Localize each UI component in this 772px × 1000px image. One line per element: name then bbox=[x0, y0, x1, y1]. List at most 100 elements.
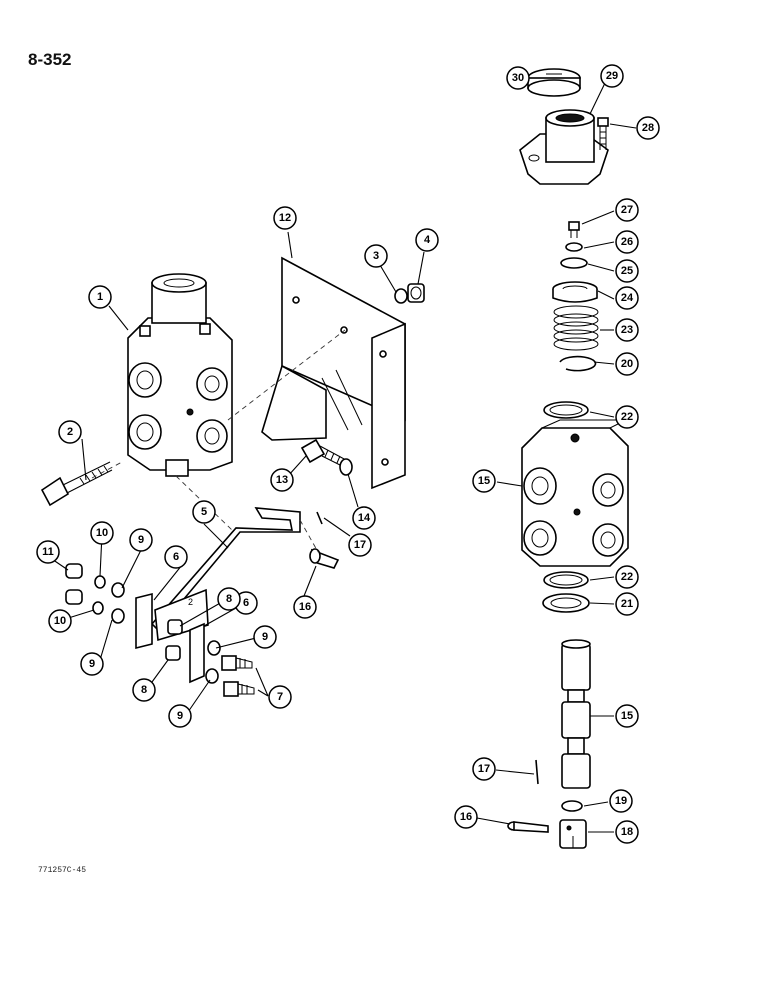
valve-body-part-15 bbox=[521, 419, 629, 567]
washer-part bbox=[92, 601, 104, 615]
callout-27: 27 bbox=[615, 198, 639, 222]
callout-22: 22 bbox=[615, 565, 639, 589]
pin-part-16 bbox=[507, 821, 549, 833]
mounting-bracket-part bbox=[261, 256, 406, 490]
washer-part-3 bbox=[394, 288, 408, 304]
callout-28: 28 bbox=[636, 116, 660, 140]
svg-text:16: 16 bbox=[299, 601, 311, 613]
svg-text:8: 8 bbox=[141, 684, 147, 696]
svg-text:7: 7 bbox=[277, 691, 283, 703]
washer-part bbox=[207, 640, 221, 656]
svg-text:5: 5 bbox=[201, 506, 207, 518]
svg-text:17: 17 bbox=[478, 763, 490, 775]
washer-part bbox=[111, 608, 125, 624]
page-number: 8-352 bbox=[28, 50, 72, 69]
washer-part bbox=[205, 668, 219, 684]
svg-text:2: 2 bbox=[188, 597, 193, 607]
bolt-part-13 bbox=[300, 438, 347, 468]
callout-15: 15 bbox=[615, 704, 639, 728]
callout-2: 2 bbox=[58, 420, 82, 444]
callout-3: 3 bbox=[364, 244, 388, 268]
svg-text:9: 9 bbox=[89, 658, 95, 670]
washer-part-14 bbox=[339, 458, 353, 476]
callout-25: 25 bbox=[615, 259, 639, 283]
svg-text:24: 24 bbox=[621, 292, 634, 304]
callout-17: 17 bbox=[472, 757, 496, 781]
bolt-part-7 bbox=[221, 655, 255, 697]
callout-19: 19 bbox=[609, 789, 633, 813]
svg-text:20: 20 bbox=[621, 358, 633, 370]
callout-14: 14 bbox=[352, 506, 376, 530]
callout-1: 1 bbox=[88, 285, 112, 309]
callout-9: 9 bbox=[168, 704, 192, 728]
svg-text:9: 9 bbox=[177, 710, 183, 722]
svg-text:3: 3 bbox=[373, 250, 379, 262]
svg-text:21: 21 bbox=[621, 598, 633, 610]
svg-text:15: 15 bbox=[478, 475, 490, 487]
bushing-part bbox=[167, 619, 183, 635]
svg-text:26: 26 bbox=[621, 236, 633, 248]
svg-text:10: 10 bbox=[96, 527, 108, 539]
callout-9: 9 bbox=[253, 625, 277, 649]
svg-text:10: 10 bbox=[54, 615, 66, 627]
callout-4: 4 bbox=[415, 228, 439, 252]
cap-part-30 bbox=[527, 68, 581, 97]
bolt-part-2 bbox=[40, 461, 113, 507]
callout-16: 16 bbox=[293, 595, 317, 619]
svg-text:16: 16 bbox=[460, 811, 472, 823]
drawing-code: 771257C-45 bbox=[38, 866, 87, 875]
svg-text:9: 9 bbox=[138, 534, 144, 546]
washer-part bbox=[111, 582, 125, 598]
callout-30: 30 bbox=[506, 66, 530, 90]
svg-text:1: 1 bbox=[97, 291, 103, 303]
snap-ring-part-20 bbox=[559, 355, 597, 372]
cotter-pin-part-17 bbox=[535, 759, 539, 785]
cotter-pin-part-17 bbox=[316, 511, 323, 525]
callout-9: 9 bbox=[129, 528, 153, 552]
svg-text:30: 30 bbox=[512, 72, 524, 84]
callout-13: 13 bbox=[270, 468, 294, 492]
bushing-part bbox=[165, 645, 181, 661]
svg-text:23: 23 bbox=[621, 324, 633, 336]
washer-part-19 bbox=[561, 800, 583, 812]
svg-text:25: 25 bbox=[621, 265, 633, 277]
assembly-line bbox=[299, 519, 319, 553]
callout-5: 5 bbox=[192, 500, 216, 524]
nut-part-11 bbox=[65, 563, 83, 579]
callout-21: 21 bbox=[615, 592, 639, 616]
assembly-line bbox=[227, 329, 346, 421]
svg-text:14: 14 bbox=[358, 512, 371, 524]
svg-text:28: 28 bbox=[642, 122, 654, 134]
svg-text:27: 27 bbox=[621, 204, 633, 216]
svg-text:9: 9 bbox=[262, 631, 268, 643]
o-ring-part-22 bbox=[543, 571, 589, 589]
svg-text:17: 17 bbox=[354, 539, 366, 551]
retainer-part-25 bbox=[560, 257, 588, 269]
nut-part-4 bbox=[407, 283, 425, 303]
o-ring-part-22 bbox=[543, 401, 589, 419]
svg-text:18: 18 bbox=[621, 826, 633, 838]
callout-12: 12 bbox=[273, 206, 297, 230]
nut-part-11 bbox=[65, 589, 83, 605]
spring-part-23 bbox=[553, 305, 599, 351]
assembly-line bbox=[91, 461, 123, 479]
backup-ring-part-21 bbox=[542, 593, 590, 613]
callout-10: 10 bbox=[90, 521, 114, 545]
svg-text:6: 6 bbox=[243, 597, 249, 609]
callout-24: 24 bbox=[615, 286, 639, 310]
callout-8: 8 bbox=[132, 678, 156, 702]
housing-part-29 bbox=[519, 109, 609, 185]
svg-text:15: 15 bbox=[621, 710, 633, 722]
screw-part-27 bbox=[568, 221, 580, 238]
spool-part-15 bbox=[561, 639, 591, 789]
washer-part bbox=[94, 575, 106, 589]
svg-text:13: 13 bbox=[276, 474, 288, 486]
valve-body-part bbox=[127, 273, 233, 477]
svg-text:22: 22 bbox=[621, 411, 633, 423]
callout-10: 10 bbox=[48, 609, 72, 633]
svg-text:22: 22 bbox=[621, 571, 633, 583]
callout-22: 22 bbox=[615, 405, 639, 429]
pin-part-16 bbox=[309, 548, 340, 569]
svg-text:19: 19 bbox=[615, 795, 627, 807]
